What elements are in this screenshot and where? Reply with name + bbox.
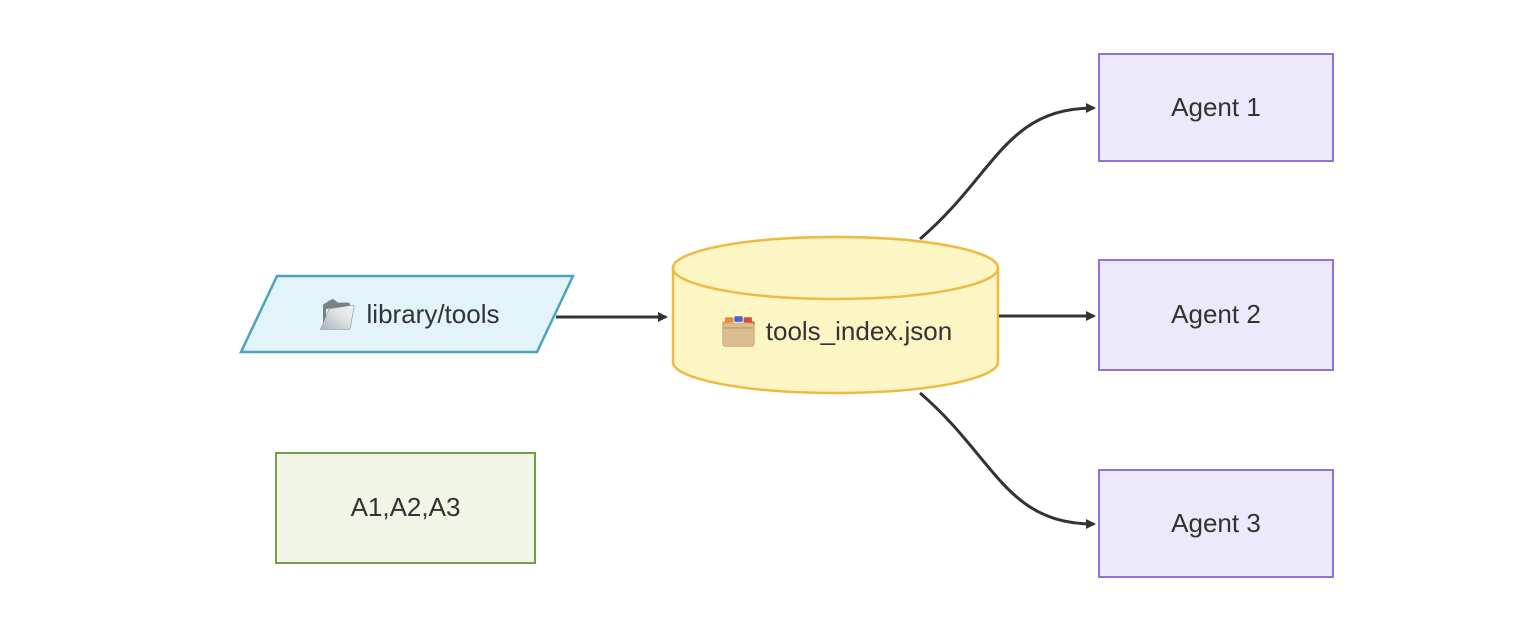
agent1-label-text: Agent 1 (1171, 91, 1261, 122)
index-cylinder-top (671, 235, 1000, 301)
agent3-node-label: Agent 3 (1099, 470, 1333, 577)
edge-index-to-agent1 (919, 103, 1096, 241)
agent-list-label-text: A1,A2,A3 (350, 492, 461, 523)
agent-list-node-label: A1,A2,A3 (276, 453, 535, 563)
card-file-box-icon (722, 316, 755, 347)
index-label-text: tools_index.json (765, 316, 953, 347)
library-node-shape (239, 274, 575, 354)
agent2-node-shape (1098, 259, 1334, 371)
agent-list-node-shape (275, 452, 536, 564)
agent3-node-shape (1098, 469, 1334, 578)
edge-index-to-agent3 (919, 391, 1096, 529)
open-folder-icon (319, 299, 354, 330)
library-node-label: library/tools (248, 280, 568, 350)
agent1-node-shape (1098, 53, 1334, 162)
agent2-label-text: Agent 2 (1171, 299, 1261, 330)
agent2-node-label: Agent 2 (1099, 260, 1333, 370)
index-node-label: tools_index.json (678, 304, 994, 360)
library-label-text: library/tools (366, 299, 500, 330)
agent1-node-label: Agent 1 (1099, 54, 1333, 161)
agent3-label-text: Agent 3 (1171, 507, 1261, 538)
